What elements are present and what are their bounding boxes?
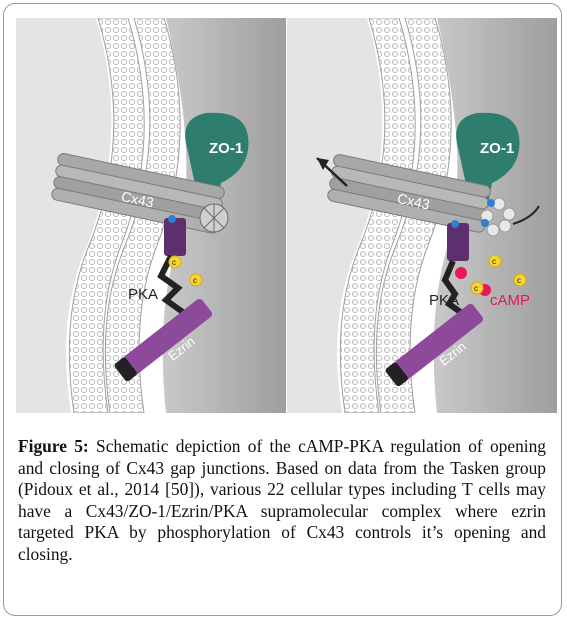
pka-linker xyxy=(441,259,471,321)
camp-dot-2-label: c xyxy=(193,276,197,285)
cx43-channel xyxy=(327,154,491,233)
camp-dot-3 xyxy=(470,281,484,295)
cytoplasm-left xyxy=(287,18,383,413)
pka-label: PKA xyxy=(128,286,158,303)
right-panel-illustration: ZO-1 Cx43 c c xyxy=(287,18,557,413)
camp-dot-3-label: c xyxy=(474,284,478,293)
zo1-label: ZO-1 xyxy=(209,140,243,157)
left-panel: ZO-1 Cx43 c c PKA Ezrin xyxy=(16,18,286,413)
phospho-site xyxy=(451,220,459,228)
pka-regulatory xyxy=(164,218,186,256)
pka-catalytic-1 xyxy=(455,267,467,279)
pka-linker xyxy=(157,254,193,321)
left-panel-illustration: ZO-1 Cx43 c c PKA Ezrin xyxy=(16,18,286,413)
pka-regulatory xyxy=(447,223,469,261)
curved-line xyxy=(512,205,540,225)
pka-label: PKA xyxy=(429,292,459,309)
arrow-head-icon xyxy=(317,158,329,170)
phospho-site xyxy=(168,215,176,223)
camp-dot-1 xyxy=(168,255,182,269)
camp-dot-1 xyxy=(488,254,502,268)
cx43-label: Cx43 xyxy=(396,190,432,212)
camp-dot-2-label: c xyxy=(517,276,521,285)
figure-caption: Figure 5: Schematic depiction of the cAM… xyxy=(18,436,546,566)
cx43-subunits xyxy=(480,197,516,237)
camp-dot-2 xyxy=(513,273,527,287)
ezrin-protein xyxy=(114,298,213,382)
caption-text: Schematic depiction of the cAMP-PKA regu… xyxy=(18,436,546,564)
ezrin-protein xyxy=(385,303,484,387)
zo1-label: ZO-1 xyxy=(480,140,514,157)
cytoplasm-left xyxy=(16,18,112,413)
cx43-channel xyxy=(51,153,229,234)
cx43-label: Cx43 xyxy=(120,188,156,210)
camp-dot-1-label: c xyxy=(492,257,496,266)
camp-dot-2 xyxy=(189,273,203,287)
camp-label: cAMP xyxy=(490,292,530,309)
camp-dot-1-label: c xyxy=(172,258,176,267)
right-panel: ZO-1 Cx43 c c xyxy=(287,18,557,413)
figure-label: Figure 5: xyxy=(18,436,89,456)
